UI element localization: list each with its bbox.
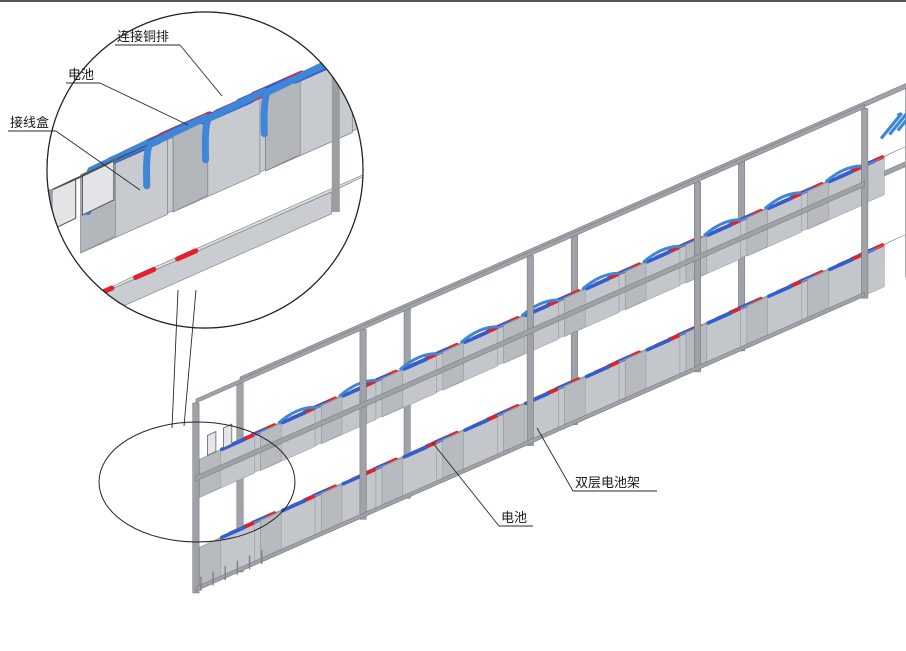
zoom-positive-terminal-bar [342,29,363,59]
label-junction-box: 接线盒 [8,115,141,191]
negative-terminal-bar [645,338,672,352]
svg-text:连接铜排: 连接铜排 [117,29,169,45]
rack-front-post [861,107,869,299]
svg-text:电池: 电池 [501,511,527,526]
zoom-copper-bar [201,87,268,164]
negative-terminal-bar [645,250,672,264]
svg-text:接线盒: 接线盒 [10,115,49,131]
negative-terminal-bar [584,365,611,379]
zoom-leader-right [183,289,197,427]
negative-terminal-bar [280,499,307,513]
end-connector-loop [888,109,906,136]
end-connector-loop [896,118,906,132]
negative-terminal-bar [463,330,489,344]
front-rail-mid [195,180,865,482]
magnified-region-ellipse [98,421,296,543]
end-connector-loop [879,112,903,140]
rack-front-post [192,402,200,594]
battery-cell [260,486,337,563]
negative-terminal-bar [706,223,732,237]
negative-terminal-bar [463,418,489,432]
copper-bar-connector [459,325,498,344]
battery-cell [381,432,458,510]
copper-bar-connector [277,405,315,425]
label-battery-bottom: 电池 [431,441,533,527]
detail-zoom [46,11,364,329]
negative-terminal-bar [828,257,854,272]
zoom-negative-terminal-bar [328,36,363,66]
negative-terminal-bar [828,169,854,184]
negative-terminal-bar [280,411,307,425]
svg-text:双层电池架: 双层电池架 [575,476,640,491]
copper-bar-connector [763,191,802,210]
zoom-lower-positive-bar [175,248,199,262]
copper-bar-connector [824,164,863,184]
negative-terminal-bar [767,196,793,210]
negative-terminal-bar [220,437,246,452]
negative-terminal-bar [402,357,428,371]
zoom-copper-bar [260,61,327,138]
svg-text:电池: 电池 [68,68,94,83]
rack-front-post [359,329,367,520]
negative-terminal-bar [402,445,428,459]
battery-cell [746,271,823,349]
copper-bar-connector [520,298,559,318]
battery-cell [564,352,641,429]
zoom-lower-positive-bar [133,266,157,280]
junction-box [222,423,233,449]
copper-bar-connector [399,352,437,371]
negative-terminal-bar [220,525,246,540]
rack-front-post [526,255,534,446]
zoom-copper-bar [143,113,210,190]
copper-bar-connector [703,218,741,237]
double-tier-battery-rack [192,83,906,594]
label-battery-top: 电池 [66,68,189,126]
zoom-leader-left [171,289,179,429]
front-rail-bottom [195,291,865,592]
copper-bar-connector [581,271,619,291]
negative-terminal-bar [767,284,793,298]
battery-cell [624,325,701,403]
negative-terminal-bar [706,311,732,325]
battery-cell [442,405,519,483]
label-rack: 双层电池架 [536,427,657,492]
copper-bar-connector [338,378,376,398]
negative-terminal-bar [584,277,611,291]
rack-front-post [694,181,701,373]
zoom-junction-box-top [47,162,110,194]
junction-box [207,430,217,457]
copper-bar-connector [642,244,680,264]
label-copper-bar: 连接铜排 [115,29,223,97]
front-rail-top [195,103,865,404]
